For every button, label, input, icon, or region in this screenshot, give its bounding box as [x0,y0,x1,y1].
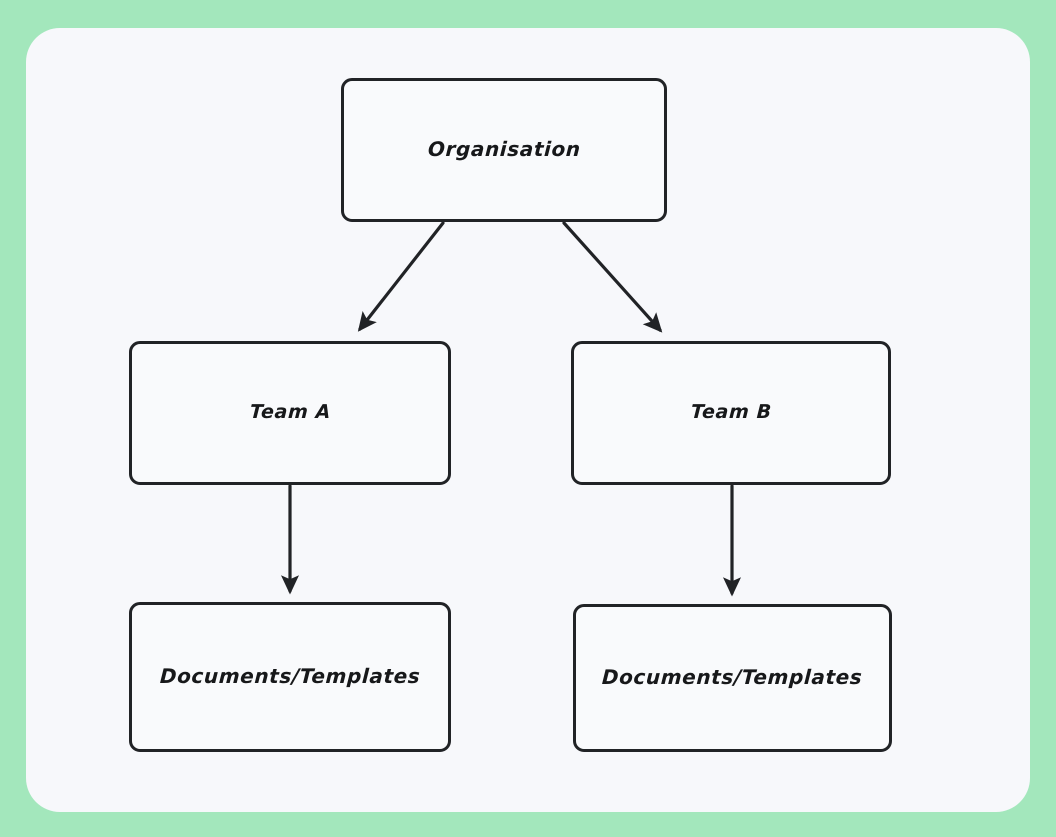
node-documents-templates-b-label: Documents/Templates [601,665,864,689]
node-team-a-label: Team A [248,401,332,423]
node-documents-templates-a[interactable]: Documents/Templates [129,602,451,752]
node-team-b[interactable]: Team B [571,341,891,485]
node-team-b-label: Team B [690,401,772,423]
node-documents-templates-b[interactable]: Documents/Templates [573,604,892,752]
node-team-a[interactable]: Team A [129,341,451,485]
node-organisation[interactable]: Organisation [341,78,667,222]
node-organisation-label: Organisation [426,137,582,161]
node-documents-templates-a-label: Documents/Templates [159,664,421,688]
